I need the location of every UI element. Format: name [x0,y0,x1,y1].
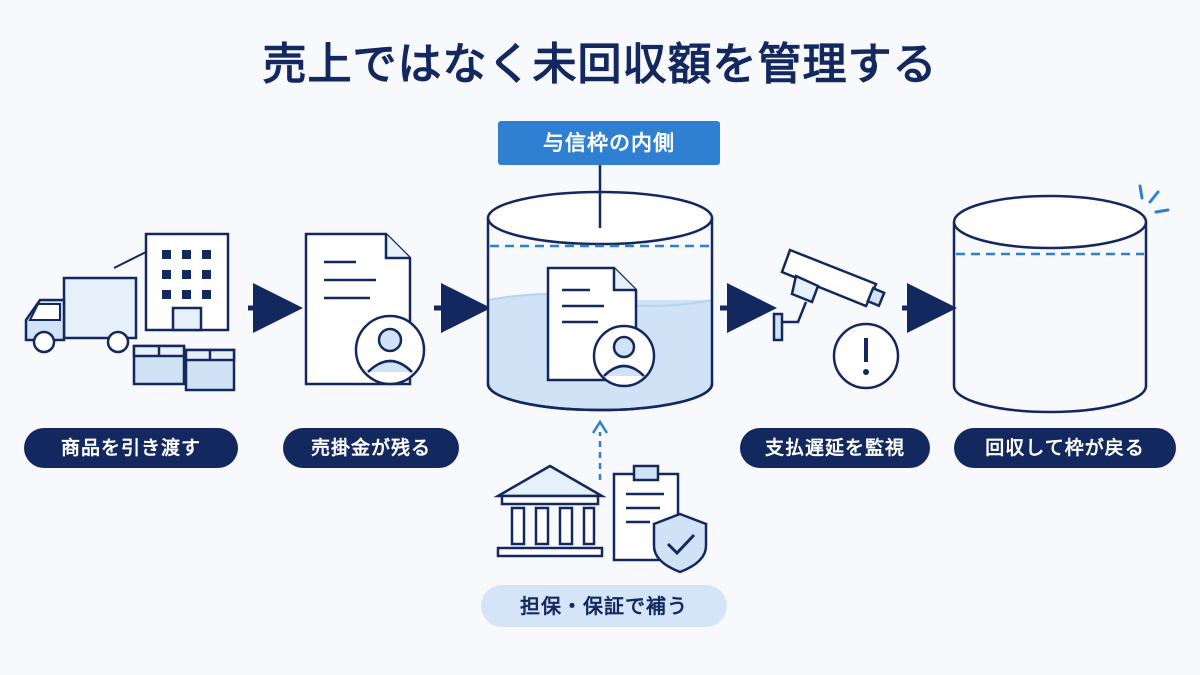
security-camera-icon [772,248,886,342]
collateral-label: 担保・保証で補う [481,585,727,627]
sparkle-icon [1138,184,1170,214]
shield-check-icon [652,512,708,574]
bank-icon [493,464,607,558]
empty-tank-icon [952,194,1148,414]
page-title: 売上ではなく未回収額を管理する [262,39,938,90]
office-building-icon [113,232,230,332]
step-label-receivable: 売掛金が残る [283,428,459,468]
customer-person-icon [354,314,426,386]
collateral-support-arrow [591,419,609,480]
customer-person-icon [592,324,656,388]
step-label-monitor: 支払遅延を監視 [740,428,930,468]
step-label-deliver: 商品を引き渡す [24,428,238,468]
step-label-recover: 回収して枠が戻る [954,428,1176,468]
truck-icon [24,276,138,354]
box-icon [132,344,236,392]
credit-limit-label: 与信枠の内側 [498,121,720,165]
alert-icon [832,322,900,390]
guarantee-clipboard-icon [612,464,680,562]
